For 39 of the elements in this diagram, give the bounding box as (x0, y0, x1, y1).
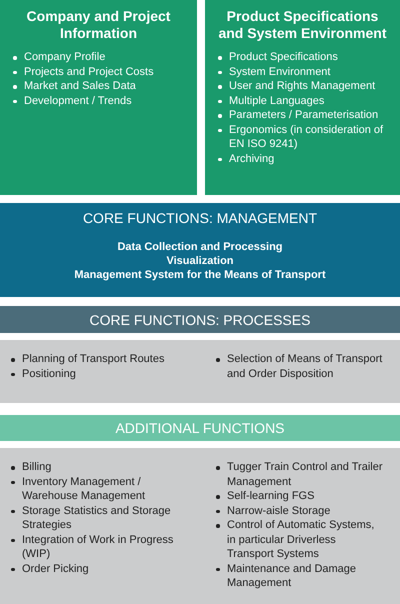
list-item: Order Picking (22, 562, 89, 574)
list-item: Positioning (22, 368, 76, 380)
info-panel (0, 0, 197, 195)
info-panel (205, 0, 400, 195)
list-item: Product Specifications (229, 51, 338, 63)
list-panel (0, 340, 400, 403)
panel-heading: CORE FUNCTIONS: MANAGEMENT (82, 210, 318, 226)
list-item: Integration of Work in Progress (WIP) (22, 534, 174, 560)
list-item: Billing (22, 461, 52, 473)
list-item: Narrow-aisle Storage (227, 504, 330, 516)
list-item: Inventory Management / Warehouse Management (22, 476, 146, 502)
list-item: Archiving (229, 152, 274, 164)
list-item: Selection of Means of Transport and Order Disposition (227, 353, 382, 380)
list-item: System Environment (229, 66, 330, 78)
function-item: Visualization (165, 254, 235, 268)
list-item: Maintenance and Damage Management (227, 562, 356, 589)
panel-heading: Product Specifications and System Environment (217, 8, 388, 42)
list-panel (0, 448, 400, 604)
list-item: Tugger Train Control and Trailer Management (227, 461, 382, 488)
list-item: User and Rights Management (229, 80, 376, 92)
management-panel (0, 203, 400, 297)
section-band (0, 415, 400, 441)
list-item: Projects and Project Costs (24, 66, 154, 78)
list-item: Development / Trends (24, 94, 132, 106)
section-heading: ADDITIONAL FUNCTIONS (115, 420, 285, 436)
list-item: Planning of Transport Routes (22, 353, 164, 365)
panel-heading: Company and Project Information (26, 8, 172, 42)
section-band (0, 306, 400, 333)
list-item: Company Profile (24, 51, 106, 63)
list-item: Ergonomics (in consideration of EN ISO 9241) (229, 124, 384, 150)
function-item: Data Collection and Processing (116, 240, 284, 254)
list-item: Self-learning FGS (227, 490, 314, 502)
list-item: Parameters / Parameterisation (229, 109, 378, 121)
list-item: Market and Sales Data (24, 80, 136, 92)
function-item: Management System for the Means of Transport (73, 268, 327, 282)
section-heading: CORE FUNCTIONS: PROCESSES (90, 312, 310, 328)
list-item: Control of Automatic Systems, in particular Driverless Transport Systems (227, 519, 374, 560)
list-item: Storage Statistics and Storage Strategies (22, 504, 171, 531)
list-item: Multiple Languages (229, 94, 324, 106)
